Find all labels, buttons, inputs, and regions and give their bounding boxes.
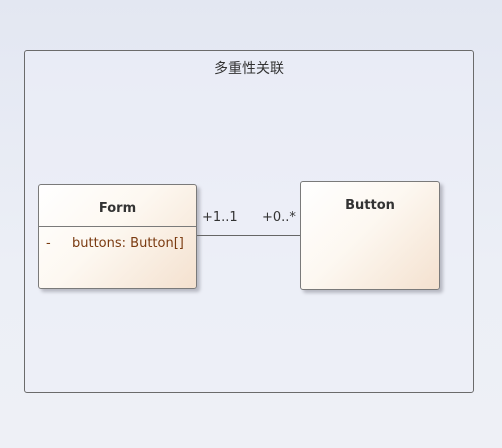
attribute-text: buttons: Button[]: [72, 236, 184, 251]
class-form[interactable]: Form - buttons: Button[]: [38, 184, 197, 289]
class-button[interactable]: Button: [300, 181, 440, 290]
class-compartment-divider: [39, 226, 196, 227]
target-multiplicity-label: +0..*: [262, 210, 296, 225]
attribute-visibility: -: [46, 236, 51, 251]
class-name-form: Form: [98, 201, 137, 216]
package-title: 多重性关联: [214, 61, 284, 77]
source-multiplicity-label: +1..1: [202, 210, 238, 225]
class-name-button: Button: [345, 198, 395, 213]
association-line[interactable]: [197, 235, 300, 236]
